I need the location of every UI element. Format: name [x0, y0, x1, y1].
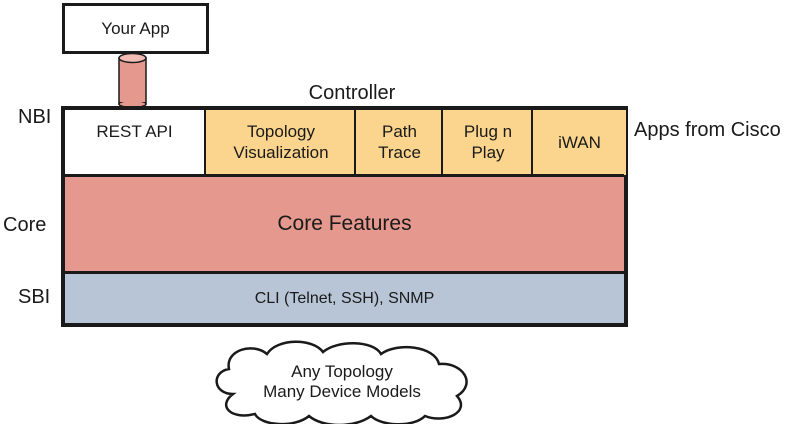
core-layer-label: Core	[3, 214, 47, 236]
core-features-label: Core Features	[277, 212, 412, 235]
sbi-protocols-band: CLI (Telnet, SSH), SNMP	[65, 274, 624, 323]
sbi-protocols-label: CLI (Telnet, SSH), SNMP	[254, 289, 435, 307]
core-features-band: Core Features	[65, 174, 624, 274]
iwan-label: iWAN	[558, 132, 601, 152]
plug-n-play-app: Plug n Play	[441, 110, 533, 175]
your-app-label: Your App	[101, 18, 170, 38]
path-trace-app: Path Trace	[354, 110, 443, 175]
network-cloud-icon	[215, 340, 468, 424]
your-app-box: Your App	[62, 3, 209, 54]
rest-api-cell: REST API	[65, 110, 204, 175]
cloud-text: Any Topology Many Device Models	[263, 361, 421, 401]
api-connector-cylinder	[118, 52, 147, 108]
path-trace-label: Path Trace	[378, 122, 421, 162]
topology-visualization-label: Topology Visualization	[233, 122, 329, 162]
sbi-layer-label: SBI	[18, 286, 51, 308]
apps-from-cisco-label: Apps from Cisco	[634, 119, 781, 141]
nbi-layer-label: NBI	[18, 106, 52, 128]
controller-title: Controller	[308, 82, 396, 104]
rest-api-label: REST API	[96, 122, 173, 141]
cloud-label: Any Topology Many Device Models	[210, 344, 474, 420]
iwan-app: iWAN	[531, 110, 626, 175]
plug-n-play-label: Plug n Play	[463, 122, 513, 162]
topology-visualization-app: Topology Visualization	[204, 110, 356, 175]
